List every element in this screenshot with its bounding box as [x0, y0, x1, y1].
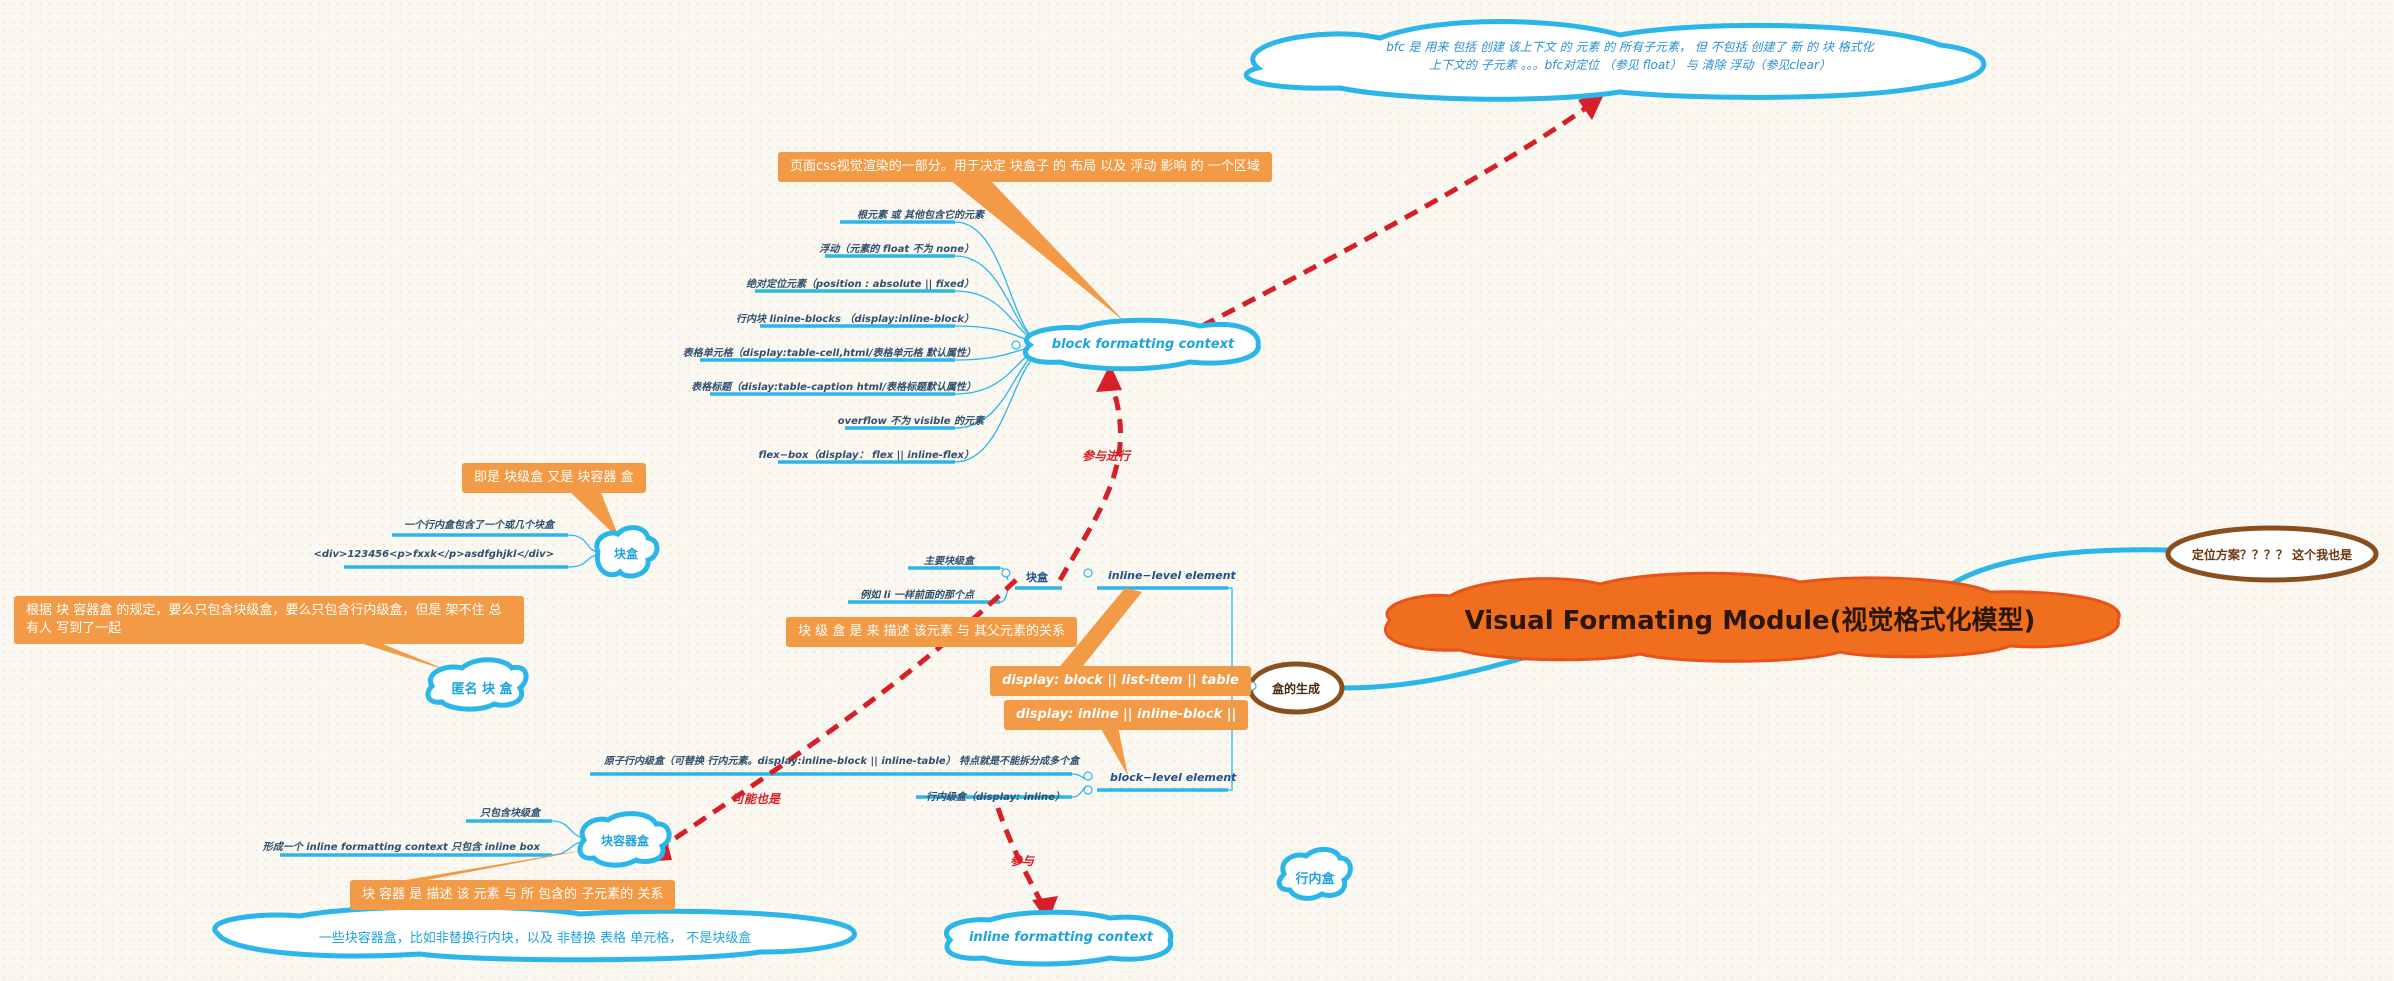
- inline-level-box[interactable]: 行内级盒（display: inline）: [926, 792, 1065, 803]
- block-box-note[interactable]: 即是 块级盒 又是 块容器 盒: [462, 463, 646, 493]
- note-cloud: [212, 904, 857, 963]
- block-box-item-0[interactable]: 一个行内盒包含了一个或几个块盒: [404, 520, 554, 531]
- display-block-note[interactable]: display: block || list-item || table: [990, 666, 1251, 696]
- inline-box-cloud: [1276, 847, 1353, 901]
- bfc-trigger-absolute[interactable]: 绝对定位元素（position : absolute || fixed）: [746, 279, 974, 290]
- bfc-definition-note[interactable]: 页面css视觉渲染的一部分。用于决定 块盒子 的 布局 以及 浮动 影响 的 一…: [778, 152, 1272, 182]
- bfc-trigger-table-cell[interactable]: 表格单元格（display:table-cell,html/表格单元格 默认属性…: [682, 348, 976, 359]
- callout-tails: [360, 180, 1142, 886]
- relation-may-also-be: 可能也是: [732, 792, 781, 806]
- central-cloud: [1384, 571, 2121, 663]
- positioning-topic[interactable]: 定位方案？？？？ 这个我也是: [2191, 548, 2353, 562]
- block-container-item-1[interactable]: 形成一个 inline formatting context 只包含 inlin…: [262, 842, 540, 853]
- bfc-trigger-float[interactable]: 浮动（元素的 float 不为 none）: [819, 244, 974, 255]
- bfc-node[interactable]: block formatting context: [1051, 337, 1235, 352]
- anonymous-block-note[interactable]: 根据 块 容器盒 的规定，要么只包含块级盒，要么只包含行内级盒，但是 架不住 总…: [14, 596, 524, 644]
- central-topic[interactable]: Visual Formating Module(视觉格式化模型): [1464, 606, 2036, 636]
- arrow-heads: [642, 92, 1605, 922]
- rings: [1247, 525, 2379, 715]
- bfc-trigger-table-caption[interactable]: 表格标题（dislay:table-caption html/表格标题默认属性）: [691, 382, 976, 393]
- block-container-node[interactable]: 块容器盒: [600, 834, 649, 848]
- bfc-trigger-inline-block[interactable]: 行内块 linine-blocks （display:inline-block）: [736, 314, 974, 325]
- block-box-node[interactable]: 块盒: [613, 547, 638, 561]
- block-box-relation-note[interactable]: 块 级 盒 是 来 描述 该元素 与 其父元素的关系: [786, 617, 1078, 647]
- block-box-cloud: [594, 525, 660, 579]
- bfc-trigger-root[interactable]: 根元素 或 其他包含它的元素: [857, 210, 984, 221]
- block-box-child[interactable]: 块盒: [1026, 571, 1048, 584]
- container-cloud: [577, 811, 672, 868]
- block-container-item-0[interactable]: 只包含块级盒: [480, 808, 540, 819]
- relation-participates: 参与进行: [1082, 449, 1131, 463]
- bfc-cloud: [1023, 317, 1261, 372]
- bfc-trigger-flex[interactable]: flex−box（display： flex || inline-flex）: [758, 450, 974, 461]
- positioning-ring: [2165, 525, 2379, 583]
- inline-level-item-main[interactable]: 主要块级盒: [924, 556, 974, 567]
- atomic-inline-box[interactable]: 原子行内级盒（可替换 行内元素。display:inline-block || …: [604, 756, 1080, 767]
- block-box-item-1[interactable]: <div>123456<p>fxxk</p>asdfghjkl</div>: [313, 549, 554, 560]
- inline-box-node[interactable]: 行内盒: [1295, 872, 1335, 887]
- block-container-cloud-note[interactable]: 一些块容器盒，比如非替换行内块，以及 非替换 表格 单元格， 不是块级盒: [318, 931, 752, 946]
- anonymous-block-node[interactable]: 匿名 块 盒: [451, 682, 513, 697]
- bfc-description[interactable]: bfc 是 用来 包括 创建 该上下文 的 元素 的 所有子元素， 但 不包括 …: [1386, 40, 1874, 72]
- box-generation-topic[interactable]: 盒的生成: [1271, 682, 1320, 696]
- relation-arrows: [653, 102, 1592, 910]
- inline-level-item-li[interactable]: 例如 li 一样前面的那个点: [860, 590, 974, 601]
- bfc-desc-cloud: [1243, 19, 1987, 102]
- bfc-trigger-overflow[interactable]: overflow 不为 visible 的元素: [837, 416, 984, 427]
- block-level-node[interactable]: block−level element: [1110, 771, 1237, 784]
- anon-cloud: [425, 657, 529, 712]
- block-container-note[interactable]: 块 容器 是 描述 该 元素 与 所 包含的 子元素的 关系: [350, 880, 676, 910]
- relation-participate: 参与: [1010, 854, 1035, 868]
- display-inline-note[interactable]: display: inline || inline-block ||: [1004, 700, 1249, 730]
- inline-level-node[interactable]: inline−level element: [1108, 569, 1236, 582]
- leaf-underlines: [280, 220, 1228, 857]
- ifc-cloud: [944, 909, 1174, 967]
- clouds: [212, 19, 1987, 967]
- ifc-node[interactable]: inline formatting context: [968, 930, 1154, 945]
